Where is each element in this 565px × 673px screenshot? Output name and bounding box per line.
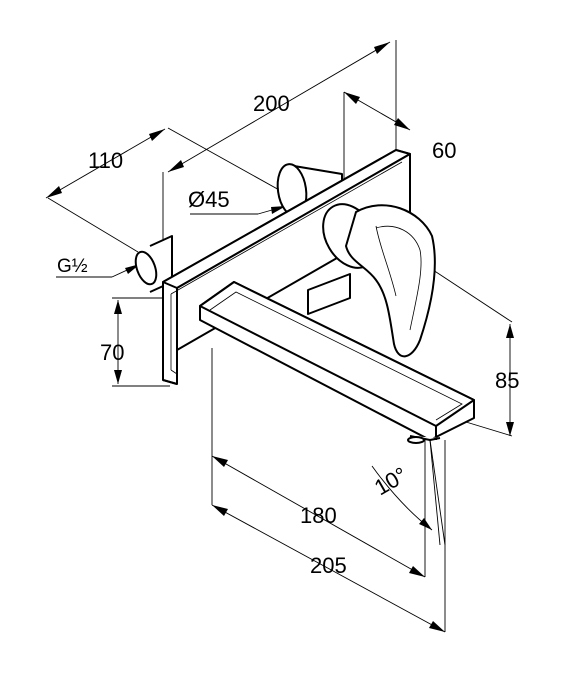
label-angle: 10°	[370, 462, 411, 500]
label-overall-length: 205	[310, 553, 347, 578]
label-diameter: Ø45	[188, 187, 230, 212]
extension-lines	[47, 40, 513, 632]
label-plate-height: 70	[100, 340, 124, 365]
dimension-labels: 200 110 60 Ø45 G½ 70 85 10° 180 205	[57, 91, 519, 578]
label-thread: G½	[57, 256, 88, 277]
faucet-body	[134, 149, 475, 444]
label-overall-depth: 200	[253, 91, 290, 116]
spout	[199, 281, 475, 444]
thread-connection	[134, 235, 173, 293]
label-plate-thickness: 60	[432, 138, 456, 163]
label-wall-depth: 110	[88, 148, 123, 173]
label-height: 85	[495, 368, 519, 393]
lever-handle	[322, 203, 436, 358]
label-spout-length: 180	[300, 503, 337, 528]
spout-neck	[307, 273, 351, 315]
